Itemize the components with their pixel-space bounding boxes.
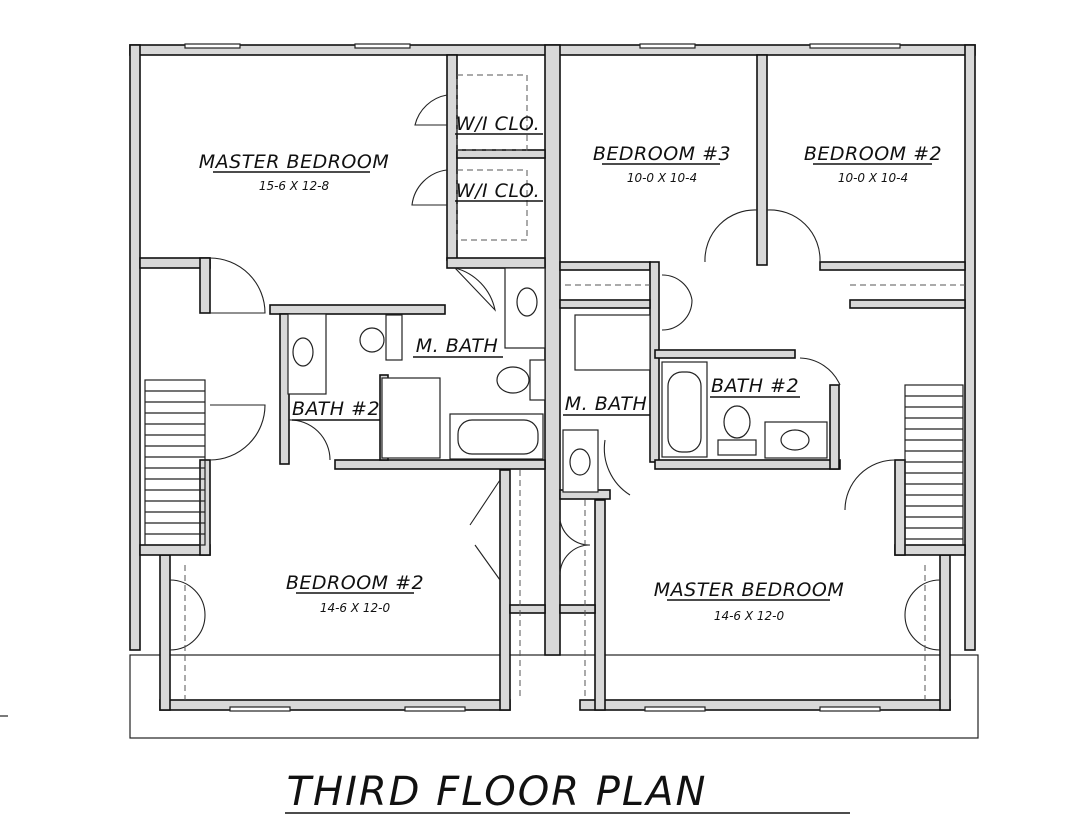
room-size: 10-0 X 10-4 [838, 171, 908, 185]
room-name: MASTER BEDROOM [654, 579, 844, 601]
room-master-bedroom-right: MASTER BEDROOM 14-6 X 12-0 [654, 579, 844, 623]
room-name: W/I CLO. [456, 180, 540, 202]
room-name: W/I CLO. [456, 113, 540, 135]
room-wic-1: W/I CLO. [455, 113, 543, 135]
room-name: BEDROOM #2 [804, 143, 942, 165]
room-name: M. BATH [565, 393, 648, 415]
walls [129, 44, 976, 711]
room-size: 10-0 X 10-4 [627, 171, 697, 185]
room-name: MASTER BEDROOM [199, 151, 389, 173]
doors [169, 94, 941, 651]
plan-title-text: THIRD FLOOR PLAN [287, 769, 708, 815]
room-name: BEDROOM #2 [286, 572, 424, 594]
room-name: BEDROOM #3 [593, 143, 731, 165]
windows [184, 43, 901, 712]
room-bedroom-2-upper: BEDROOM #2 10-0 X 10-4 [804, 143, 942, 185]
room-bedroom-3: BEDROOM #3 10-0 X 10-4 [593, 143, 731, 185]
room-bath-2-left: BATH #2 [292, 398, 380, 421]
room-size: 14-6 X 12-0 [714, 609, 785, 623]
room-master-bedroom-left: MASTER BEDROOM 15-6 X 12-8 [199, 151, 389, 193]
room-wic-2: W/I CLO. [455, 180, 543, 202]
room-size: 14-6 X 12-0 [320, 601, 391, 615]
site-outline [0, 654, 979, 739]
room-size: 15-6 X 12-8 [259, 179, 330, 193]
room-m-bath-left: M. BATH [413, 335, 503, 358]
room-name: BATH #2 [292, 398, 380, 420]
room-bath-2-right: BATH #2 [710, 375, 800, 398]
fixtures [184, 74, 965, 700]
room-m-bath-right: M. BATH [563, 393, 650, 416]
room-name: BATH #2 [711, 375, 799, 397]
stairs [144, 379, 964, 546]
plan-title: THIRD FLOOR PLAN [285, 769, 850, 815]
room-bedroom-2-lower: BEDROOM #2 14-6 X 12-0 [286, 572, 424, 615]
room-labels: MASTER BEDROOM 15-6 X 12-8 W/I CLO. W/I … [199, 113, 942, 623]
room-name: M. BATH [416, 335, 499, 357]
